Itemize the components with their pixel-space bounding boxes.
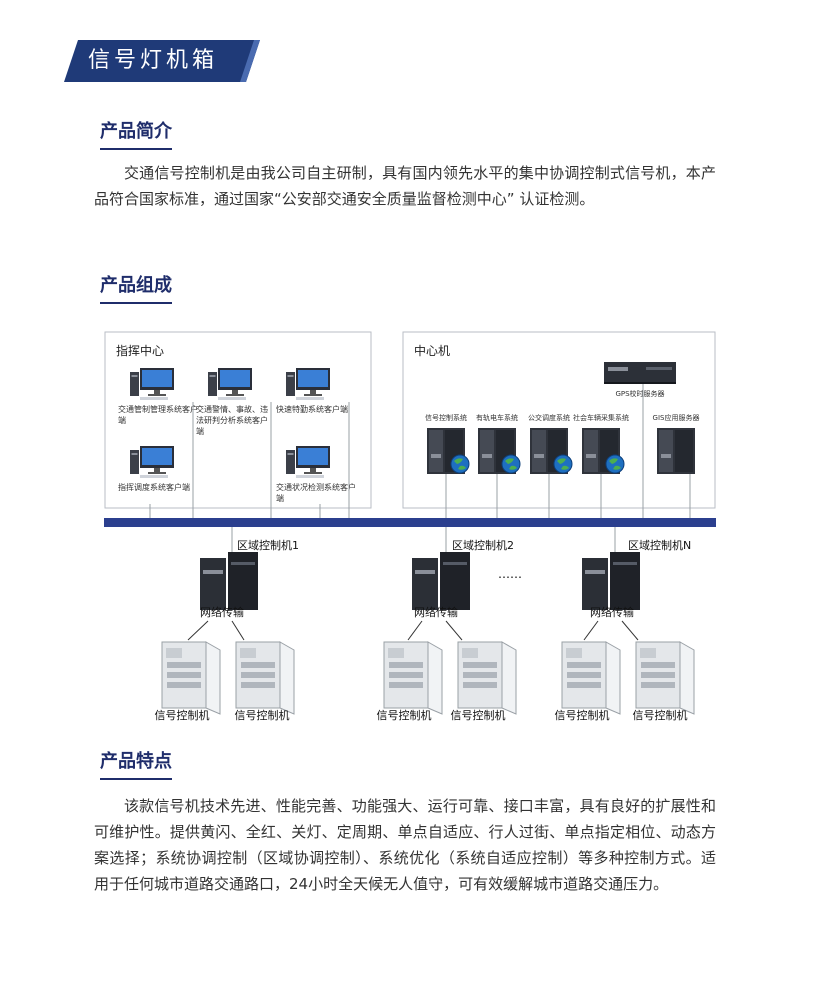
controller-connectors: [231, 527, 616, 553]
connector-lines: [149, 384, 691, 520]
signal-cabinet-icon: [235, 641, 295, 715]
command-center-title: 指挥中心: [116, 343, 164, 358]
server-label: 公交调度系统: [528, 413, 570, 422]
regional-controller-icon: [200, 552, 258, 610]
transfer-lines: [187, 620, 639, 641]
network-label: 网络传输: [414, 605, 458, 619]
regional-controller-icon: [582, 552, 640, 610]
ellipsis-text: ……: [498, 567, 522, 581]
signal-controller-label: 信号控制机: [633, 708, 688, 722]
server-icon: [657, 428, 695, 474]
network-bus: [104, 518, 716, 527]
server-label: 社会车辆采集系统: [573, 413, 629, 422]
signal-cabinet-icon: [561, 641, 621, 715]
gps-server-label: GPS校时服务器: [615, 389, 664, 398]
client-label: 交通警情、事故、违法研判分析系统客户端: [196, 404, 268, 436]
client-label: 交通管制管理系统客户端: [118, 404, 198, 425]
globe-icon: [605, 454, 625, 474]
network-label: 网络传输: [590, 605, 634, 619]
server-label: 信号控制系统: [425, 413, 467, 422]
signal-controller-label: 信号控制机: [451, 708, 506, 722]
regional-controller-label: 区域控制机N: [628, 538, 691, 552]
globe-icon: [450, 454, 470, 474]
regional-controller-icon: [412, 552, 470, 610]
intro-paragraph: 交通信号控制机是由我公司自主研制，具有国内领先水平的集中协调控制式信号机，本产品…: [94, 164, 716, 208]
signal-cabinet-icon: [457, 641, 517, 715]
section-heading-composition: 产品组成: [100, 274, 172, 304]
signal-controller-label: 信号控制机: [377, 708, 432, 722]
client-label: 快速特勤系统客户端: [276, 404, 348, 414]
globe-icon: [553, 454, 573, 474]
server-label: GIS应用服务器: [653, 413, 700, 422]
section-heading-intro: 产品简介: [100, 120, 172, 150]
banner-shape: [64, 40, 260, 82]
system-diagram: 指挥中心 交通管制管理系统客户端 交通警情、事故、违法研判分析系统客户端 快速特…: [104, 331, 716, 722]
signal-cabinet-icon: [635, 641, 695, 715]
gps-server-icon: [604, 362, 676, 384]
features-paragraph: 该款信号机技术先进、性能完善、功能强大、运行可靠、接口丰富，具有良好的扩展性和可…: [94, 797, 716, 893]
banner-title: 信号灯机箱: [88, 48, 219, 73]
client-label: 交通状况检测系统客户端: [276, 482, 356, 503]
signal-controller-label: 信号控制机: [555, 708, 610, 722]
section-heading-features: 产品特点: [100, 750, 172, 780]
central-box: [402, 331, 716, 509]
signal-cabinet-icon: [161, 641, 221, 715]
signal-controller-label: 信号控制机: [155, 708, 210, 722]
signal-controller-label: 信号控制机: [235, 708, 290, 722]
network-label: 网络传输: [200, 605, 244, 619]
server-label: 有轨电车系统: [476, 413, 518, 422]
central-title: 中心机: [414, 343, 450, 358]
client-label: 指挥调度系统客户端: [118, 482, 190, 492]
globe-icon: [501, 454, 521, 474]
regional-controller-label: 区域控制机1: [237, 538, 299, 552]
command-center-box: [104, 331, 372, 509]
signal-cabinet-icon: [383, 641, 443, 715]
page-banner: 信号灯机箱: [64, 40, 260, 82]
regional-controller-label: 区域控制机2: [452, 538, 514, 552]
